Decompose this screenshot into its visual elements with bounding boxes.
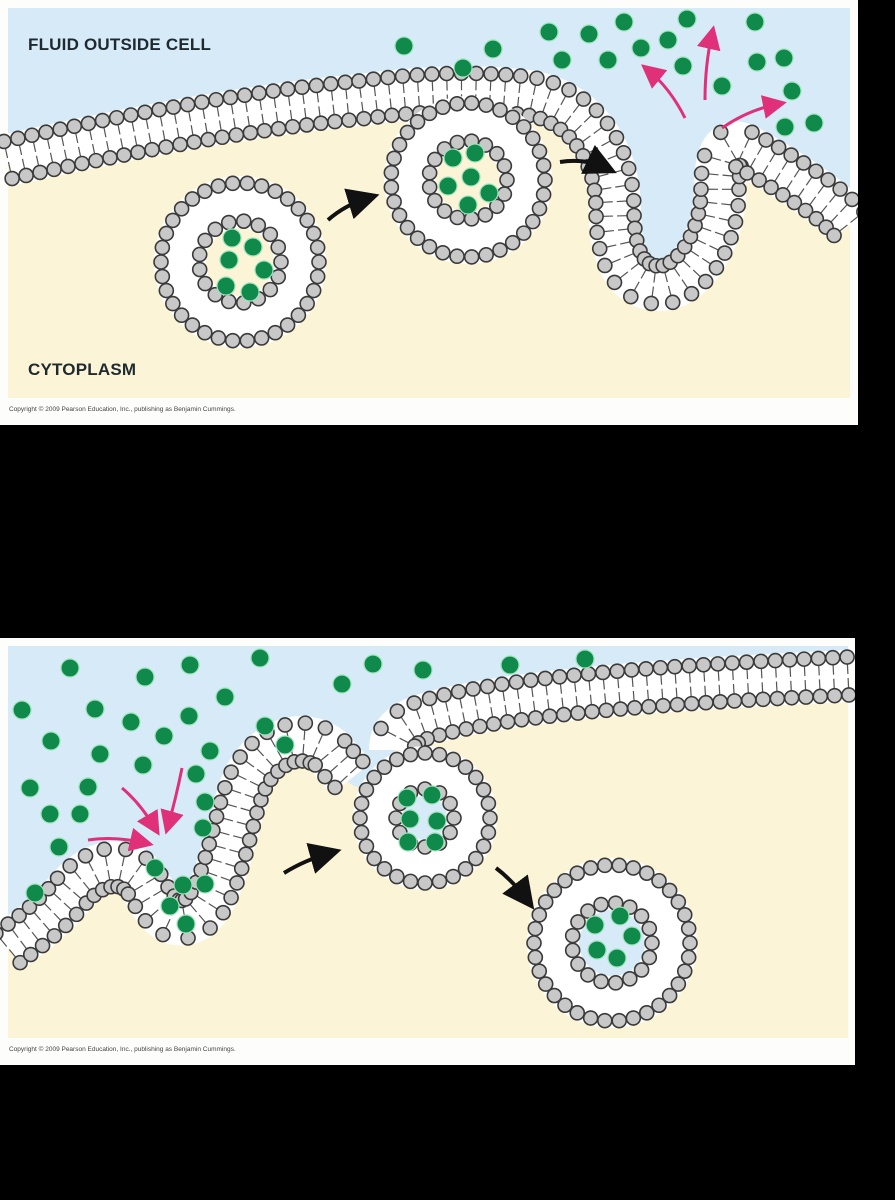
cytoplasm-label: CYTOPLASM — [28, 360, 137, 379]
endocytosis-diagram — [0, 646, 855, 1038]
exocytosis-panel: FLUID OUTSIDE CELL CYTOPLASM Copyright ©… — [0, 0, 858, 425]
endocytosis-panel: Copyright © 2009 Pearson Education, Inc.… — [0, 638, 855, 1065]
intake-arrow-icon — [160, 767, 184, 835]
release-arrow-icon — [641, 64, 687, 119]
release-arrow-icon — [696, 25, 721, 101]
release-arrow-icon — [721, 95, 787, 130]
copyright-text: Copyright © 2009 Pearson Education, Inc.… — [9, 1046, 236, 1053]
process-arrow-icon — [559, 144, 617, 174]
fluid-outside-cell-label: FLUID OUTSIDE CELL — [28, 35, 212, 54]
intake-arrow-icon — [87, 827, 154, 852]
intake-arrow-icon — [121, 786, 160, 836]
process-arrow-icon — [282, 842, 342, 875]
copyright-text: Copyright © 2009 Pearson Education, Inc.… — [9, 406, 236, 413]
exocytosis-diagram — [0, 8, 858, 398]
process-arrow-icon — [326, 188, 380, 222]
process-arrow-icon — [494, 866, 535, 910]
